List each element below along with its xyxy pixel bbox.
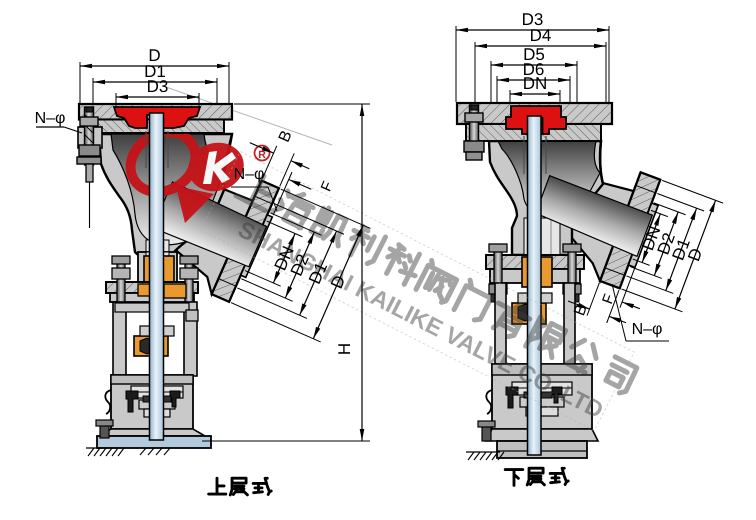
svg-text:N–φ: N–φ [234,166,265,183]
svg-text:D5: D5 [523,45,545,64]
svg-text:D1: D1 [144,62,166,81]
svg-text:D4: D4 [530,26,552,45]
svg-text:N–φ: N–φ [632,321,663,338]
svg-text:H: H [335,343,354,355]
svg-text:DN: DN [523,74,548,93]
svg-text:D6: D6 [523,60,545,79]
svg-text:R: R [258,149,266,161]
svg-text:N–φ: N–φ [35,110,66,127]
svg-text:D: D [148,46,160,65]
svg-text:D3: D3 [522,10,544,29]
svg-text:D3: D3 [147,77,169,96]
